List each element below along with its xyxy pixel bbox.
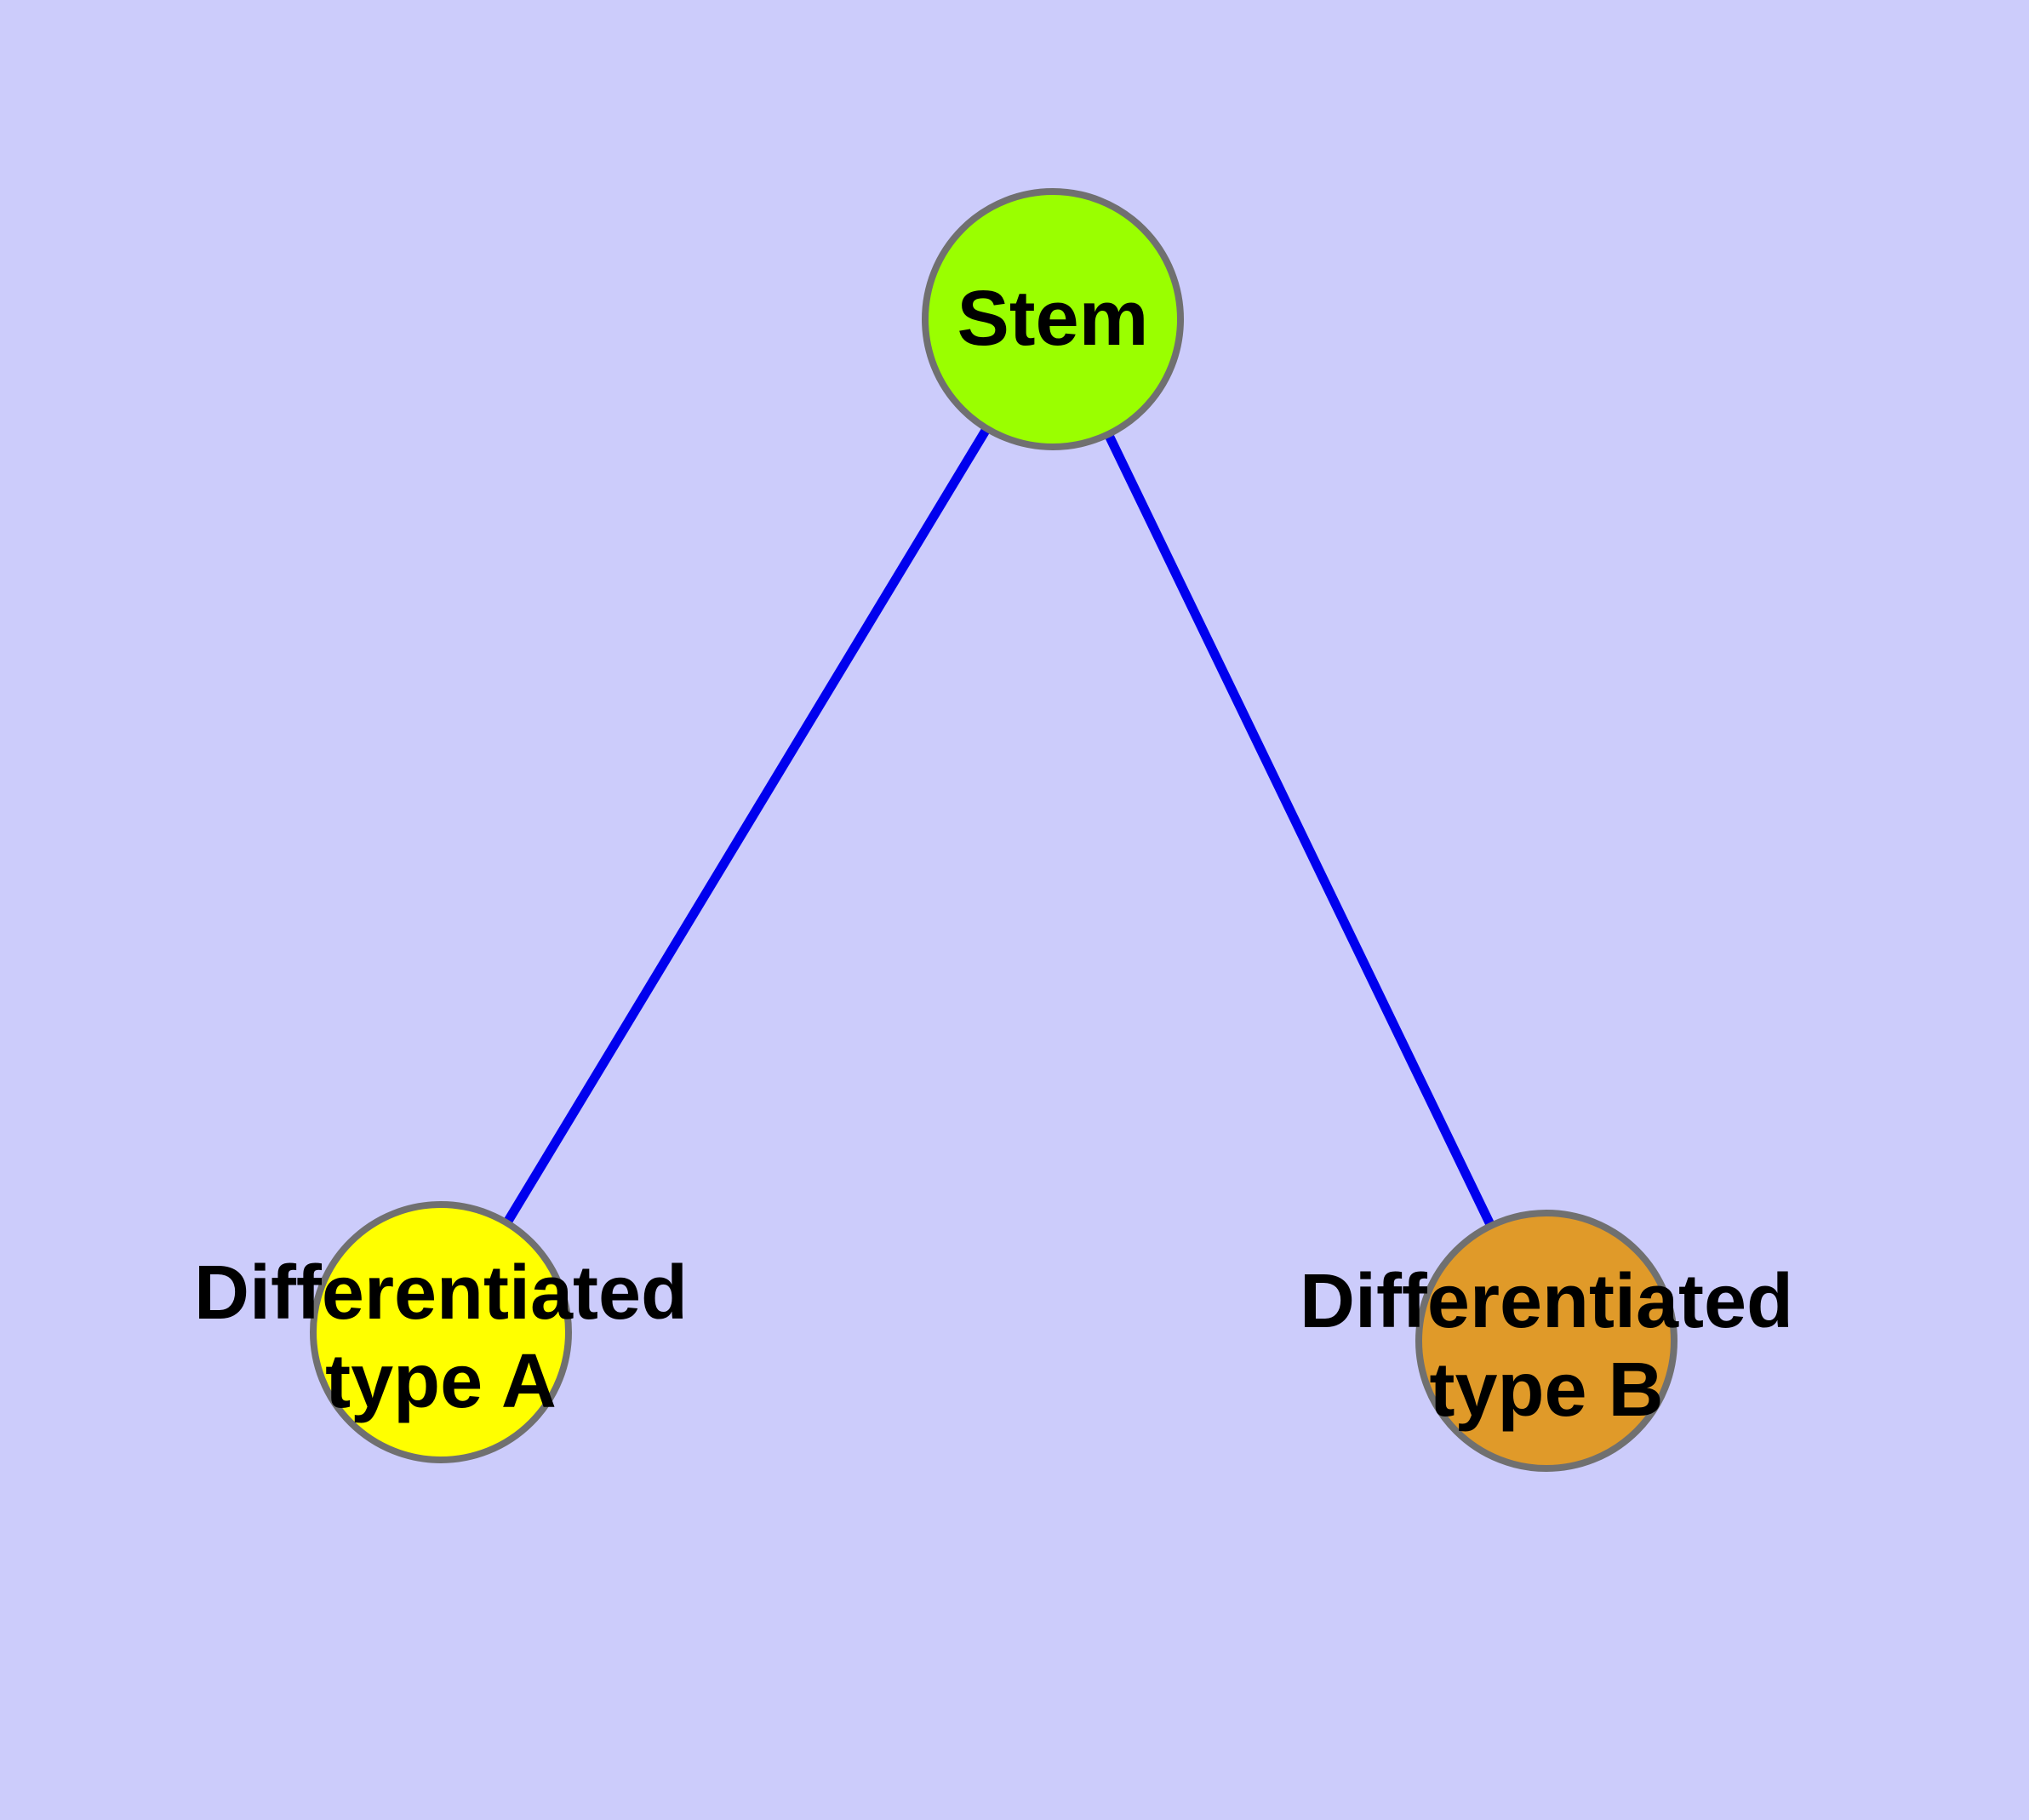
node-stem[interactable] [922, 188, 1184, 450]
edge-stem-to-type-a[interactable] [502, 426, 992, 1226]
edge-stem-to-type-b[interactable] [1104, 432, 1495, 1228]
node-layer [310, 188, 1677, 1472]
node-differentiated-type-b[interactable] [1415, 1210, 1677, 1472]
edge-layer [502, 426, 1495, 1228]
node-differentiated-type-a[interactable] [310, 1201, 572, 1463]
